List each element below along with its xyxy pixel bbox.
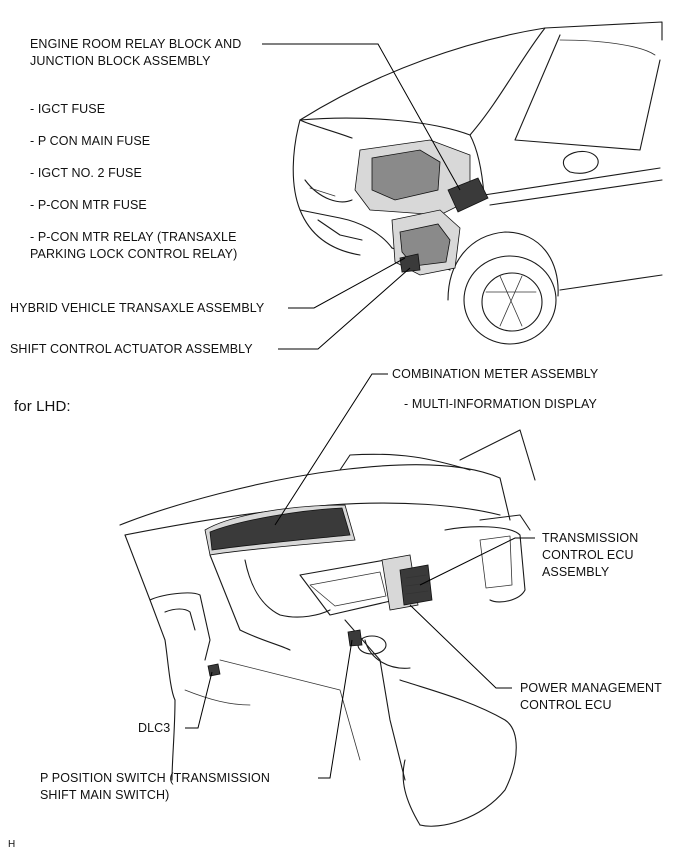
leader-combination-meter: [274, 373, 388, 526]
combination-meter-label: COMBINATION METER ASSEMBLY: [392, 367, 599, 381]
leader-dlc3: [185, 671, 213, 729]
p-switch-label-line1: P POSITION SWITCH (TRANSMISSION: [40, 771, 270, 785]
dlc3-label: DLC3: [138, 721, 171, 735]
leader-shift-actuator: [278, 267, 411, 350]
tcu-label-line2: CONTROL ECU: [542, 548, 634, 562]
igct-no2-fuse-label: - IGCT NO. 2 FUSE: [30, 166, 142, 180]
leader-transaxle: [288, 257, 406, 309]
transaxle-label: HYBRID VEHICLE TRANSAXLE ASSEMBLY: [10, 301, 265, 315]
leader-p-switch: [318, 639, 353, 779]
pcon-main-fuse-label: - P CON MAIN FUSE: [30, 134, 151, 148]
pm-ecu-label-line1: POWER MANAGEMENT: [520, 681, 662, 695]
corner-mark: H: [8, 839, 16, 850]
shift-actuator-label: SHIFT CONTROL ACTUATOR ASSEMBLY: [10, 342, 253, 356]
multi-info-display-label: - MULTI-INFORMATION DISPLAY: [404, 397, 597, 411]
tcu-label-line3: ASSEMBLY: [542, 565, 610, 579]
combination-meter-part: [209, 507, 351, 551]
leader-pm-ecu: [409, 604, 512, 689]
leader-lines: [185, 43, 535, 779]
tcu-label-line1: TRANSMISSION: [542, 531, 639, 545]
relay-block-label-line2: JUNCTION BLOCK ASSEMBLY: [30, 54, 211, 68]
dashboard-illustration: [119, 429, 536, 827]
pcon-mtr-relay-label-line2: PARKING LOCK CONTROL RELAY): [30, 247, 238, 261]
for-lhd-label: for LHD:: [14, 398, 71, 415]
igct-fuse-label: - IGCT FUSE: [30, 102, 106, 116]
leader-tcu: [419, 537, 535, 586]
relay-block-label-line1: ENGINE ROOM RELAY BLOCK AND: [30, 37, 242, 51]
vehicle-illustration: [292, 21, 663, 345]
pcon-mtr-relay-label-line1: - P-CON MTR RELAY (TRANSAXLE: [30, 230, 237, 244]
p-switch-part: [347, 629, 363, 647]
pcon-mtr-fuse-label: - P-CON MTR FUSE: [30, 198, 147, 212]
p-switch-label-line2: SHIFT MAIN SWITCH): [40, 788, 170, 802]
pm-ecu-label-line2: CONTROL ECU: [520, 698, 612, 712]
dlc3-part: [207, 663, 221, 677]
leader-relay-block: [262, 43, 461, 191]
